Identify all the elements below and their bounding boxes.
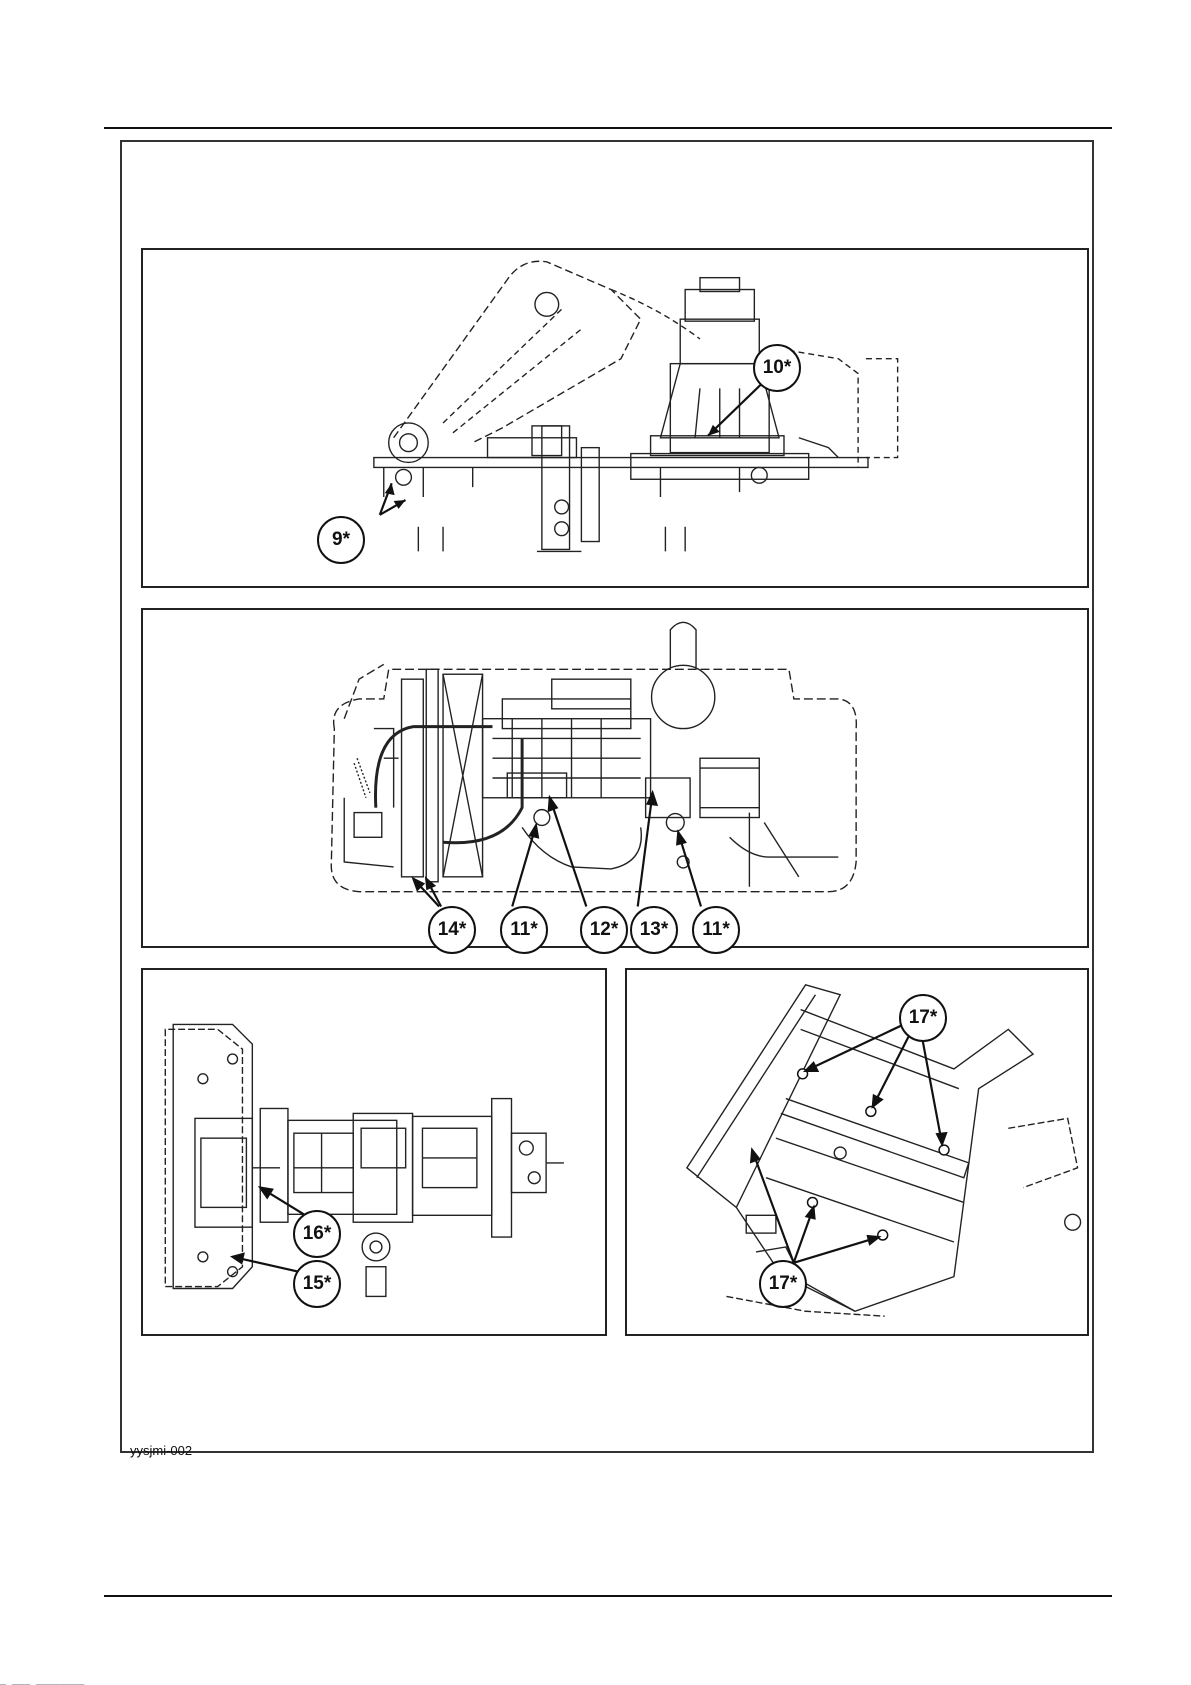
panel-hydraulic-pump: 16* 15* <box>141 968 607 1336</box>
callout-14: 14* <box>428 906 476 954</box>
callout-17-top: 17* <box>899 994 947 1042</box>
engine-top-view-drawing <box>143 610 1087 946</box>
undercover-drawing <box>627 970 1087 1334</box>
footer-mark: _ ___ ________ <box>0 1674 84 1685</box>
callout-17-bottom: 17* <box>759 1260 807 1308</box>
panel-upper-structure: 9* 10* <box>141 248 1089 588</box>
figure-id: yysjmi-002 <box>130 1443 192 1458</box>
panel-engine-top-view: 14* 11* 12* 13* 11* <box>141 608 1089 948</box>
callout-15: 15* <box>293 1260 341 1308</box>
callout-11-left: 11* <box>500 906 548 954</box>
callout-9: 9* <box>317 516 365 564</box>
panel-undercover: 17* 17* <box>625 968 1089 1336</box>
upper-structure-drawing <box>143 250 1087 586</box>
callout-13: 13* <box>630 906 678 954</box>
callout-16: 16* <box>293 1210 341 1258</box>
callout-11-right: 11* <box>692 906 740 954</box>
footer-rule <box>104 1595 1112 1597</box>
callout-10: 10* <box>753 344 801 392</box>
header-rule <box>104 127 1112 129</box>
figure-frame: 9* 10* <box>120 140 1094 1453</box>
callout-12: 12* <box>580 906 628 954</box>
hydraulic-pump-drawing <box>143 970 605 1334</box>
